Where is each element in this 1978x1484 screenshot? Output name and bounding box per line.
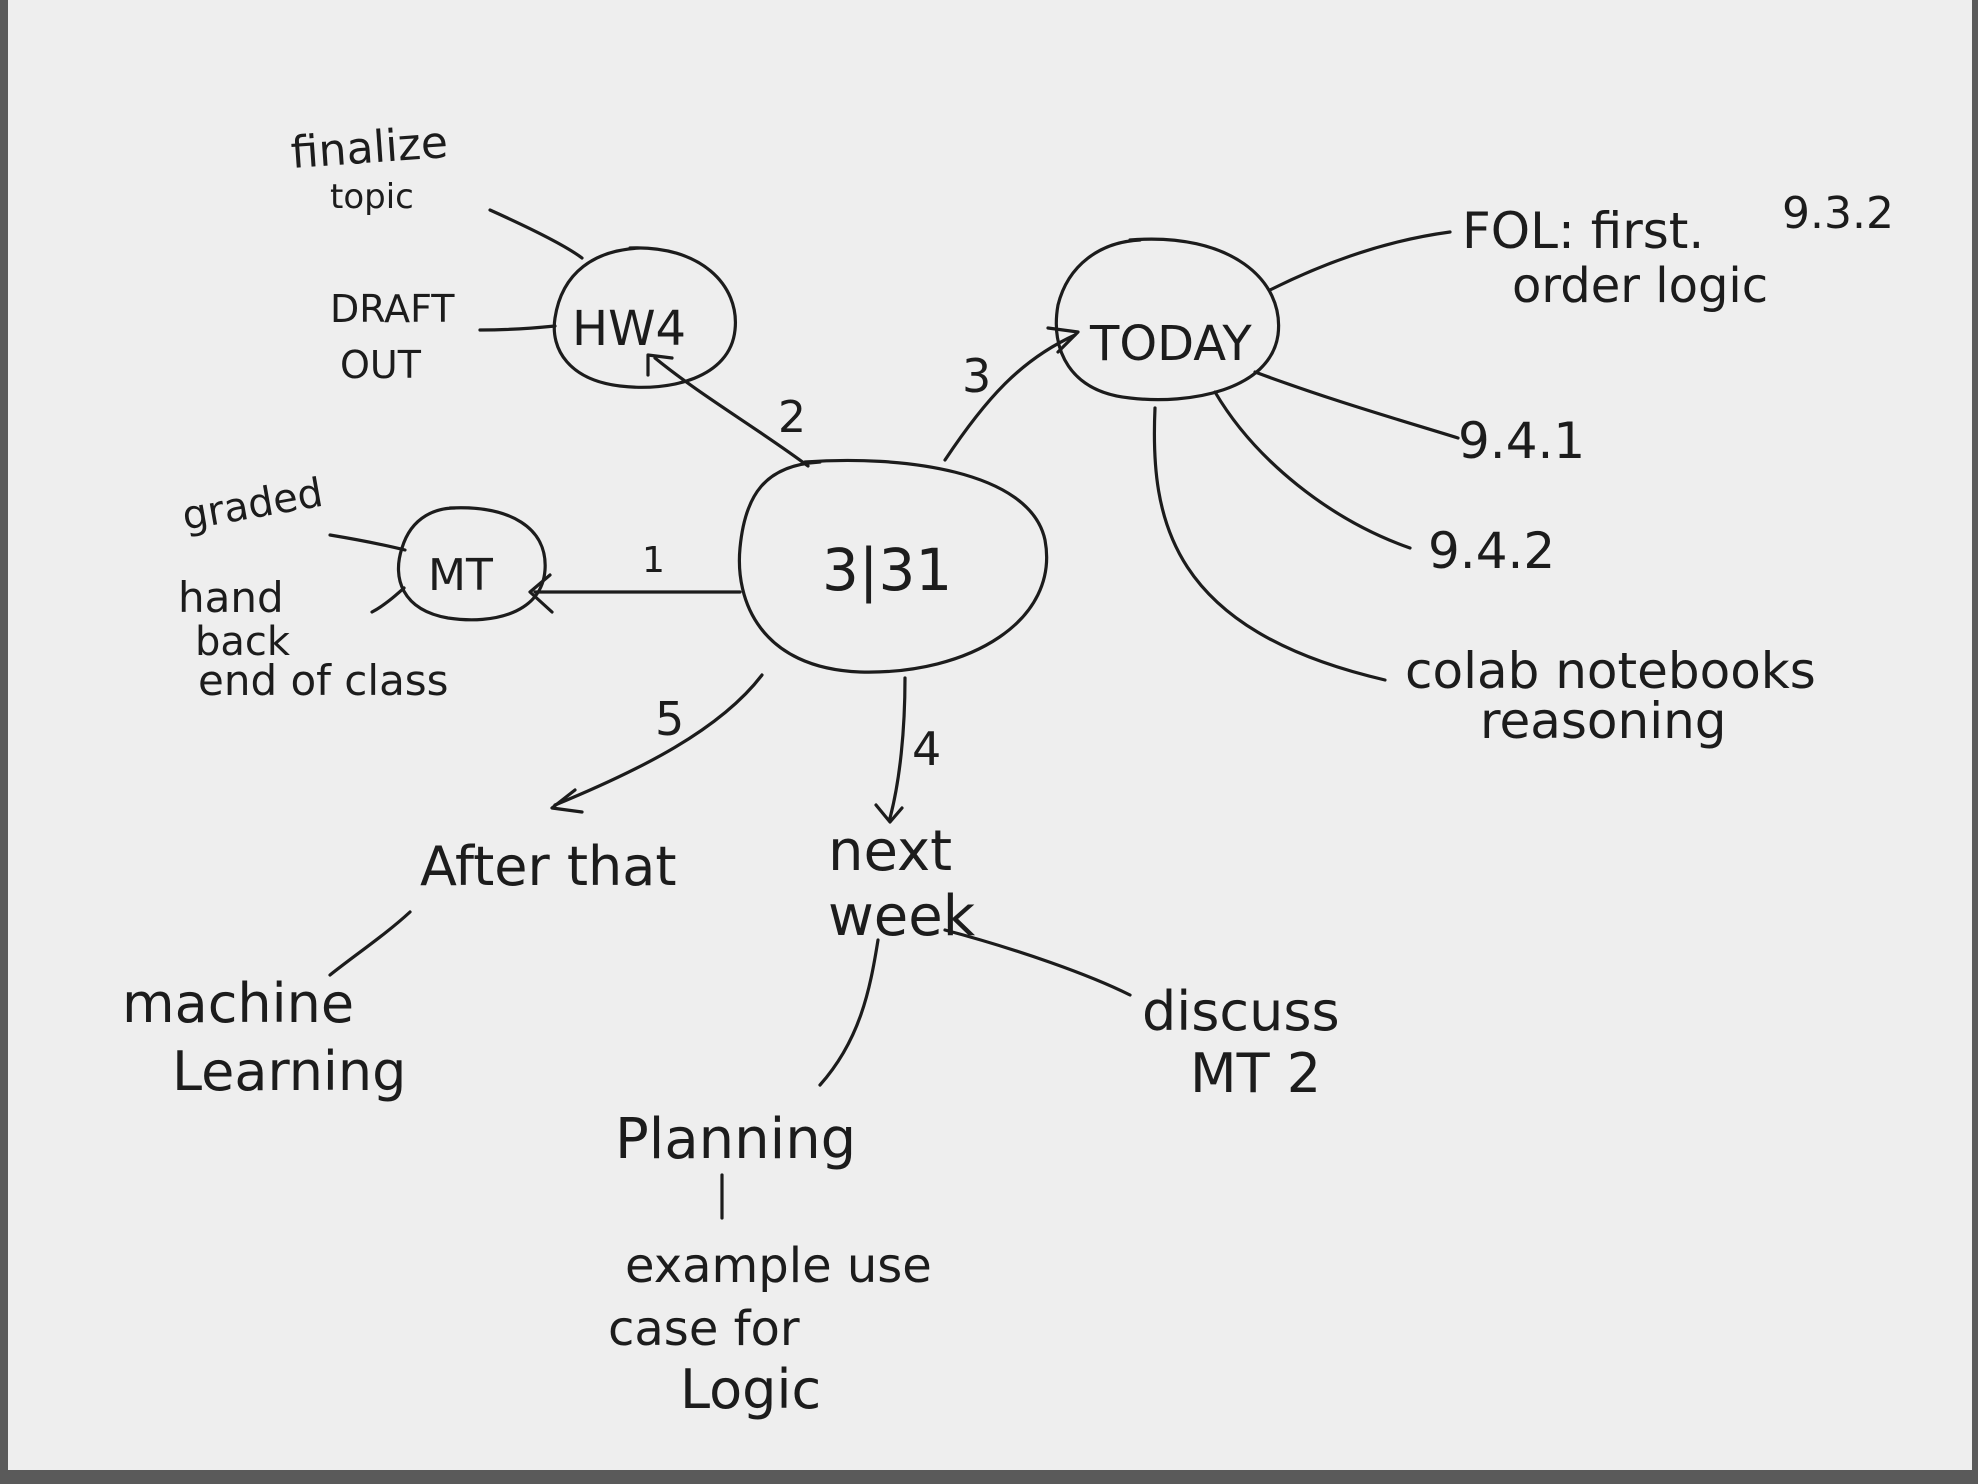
today-node-label: TODAY xyxy=(1089,316,1252,372)
edge-number-5: 5 xyxy=(655,692,684,746)
note-next-mt2: MT 2 xyxy=(1190,1042,1321,1105)
note-today-942: 9.4.2 xyxy=(1428,522,1555,580)
edge-center-to-today xyxy=(943,333,1077,462)
line-today-fol xyxy=(1268,230,1452,292)
line-today-942 xyxy=(1213,390,1412,550)
edge-number-4: 4 xyxy=(912,722,941,776)
note-hw4-topic: topic xyxy=(330,177,414,217)
arrowhead-mt xyxy=(528,573,554,614)
note-today-reasoning: reasoning xyxy=(1480,692,1727,750)
paper-sheet xyxy=(8,0,1972,1470)
note-mt-end-of-class: end of class xyxy=(198,656,449,705)
note-hw4-out: OUT xyxy=(340,343,422,387)
note-today-fol-section: 9.3.2 xyxy=(1782,188,1894,239)
note-next-example-use: example use xyxy=(625,1238,932,1294)
center-node-label: 3|31 xyxy=(822,536,952,604)
line-mt-graded xyxy=(328,533,407,552)
next-week-line1: next xyxy=(828,819,952,884)
arrowhead-today xyxy=(1046,326,1080,354)
note-next-planning: Planning xyxy=(615,1107,856,1172)
edge-number-2: 2 xyxy=(778,392,806,443)
edge-number-1: 1 xyxy=(642,540,665,581)
note-next-logic: Logic xyxy=(680,1358,821,1421)
line-next-week-planning xyxy=(818,938,880,1087)
next-week-line2: week xyxy=(828,884,976,949)
note-today-order-logic: order logic xyxy=(1512,258,1768,314)
note-today-colab: colab notebooks xyxy=(1405,642,1816,700)
mt-node-circle xyxy=(397,506,547,622)
hw4-node-circle xyxy=(552,246,737,389)
note-mt-hand: hand xyxy=(178,573,284,622)
line-hw4-finalize xyxy=(488,208,584,260)
note-after-machine: machine xyxy=(122,972,354,1035)
line-after-that-ml xyxy=(328,910,412,977)
arrowhead-hw4 xyxy=(646,353,674,377)
note-mt-back: back xyxy=(195,619,291,665)
note-hw4-draft: DRAFT xyxy=(330,287,455,331)
edge-number-3: 3 xyxy=(962,349,991,403)
line-mt-hand-back xyxy=(370,586,406,614)
center-node-circle xyxy=(737,458,1049,674)
today-node-circle xyxy=(1054,237,1281,402)
note-next-case-for: case for xyxy=(608,1301,800,1357)
edge-center-to-next-week xyxy=(888,676,907,820)
note-after-learning: Learning xyxy=(172,1040,406,1103)
mt-node-label: MT xyxy=(428,550,493,601)
note-next-discuss: discuss xyxy=(1142,980,1340,1043)
note-today-941: 9.4.1 xyxy=(1458,412,1585,470)
line-today-colab xyxy=(1152,406,1387,682)
line-next-week-discuss xyxy=(943,928,1132,997)
arrowhead-next-week xyxy=(874,803,904,824)
hw4-node-label: HW4 xyxy=(572,301,686,357)
edge-center-to-hw4 xyxy=(653,356,810,468)
note-today-fol: FOL: first. xyxy=(1462,202,1704,260)
line-today-941 xyxy=(1253,370,1460,440)
line-hw4-draft xyxy=(478,324,557,332)
after-that-label: After that xyxy=(420,835,677,898)
note-hw4-finalize: finalize xyxy=(289,117,449,179)
arrowhead-after-that xyxy=(550,788,584,814)
edge-center-to-after-that xyxy=(553,673,764,807)
